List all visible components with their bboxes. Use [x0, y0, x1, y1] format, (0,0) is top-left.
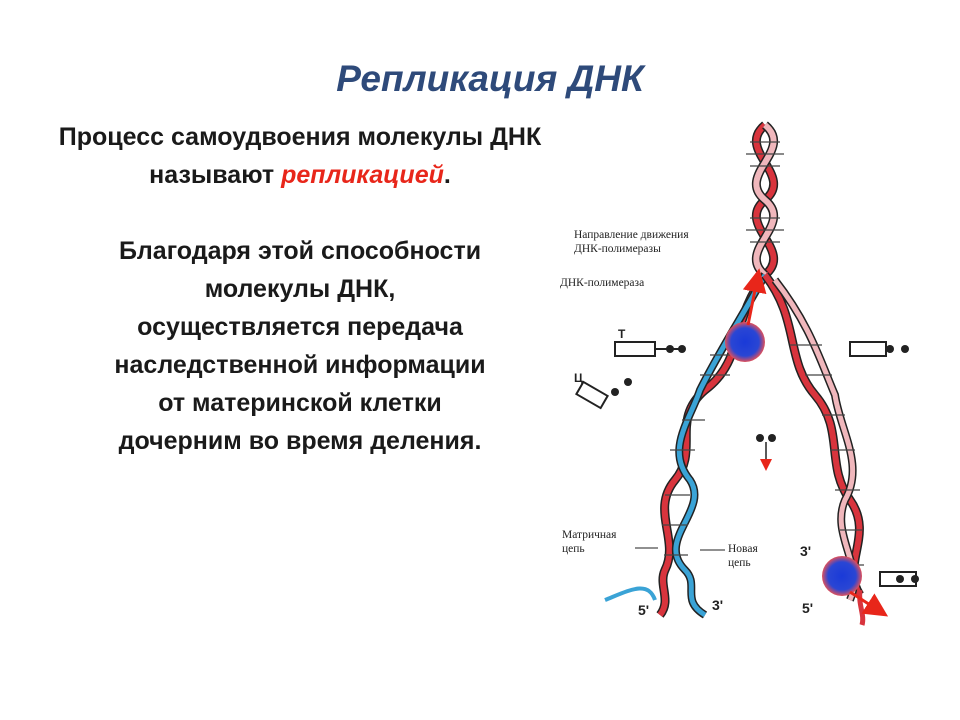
label-new-strand: Новая: [728, 543, 758, 555]
paragraph-significance: Благодаря этой способности молекулы ДНК,…: [40, 232, 560, 460]
svg-text:Т: Т: [618, 327, 626, 341]
end-3-left: 3': [712, 597, 723, 613]
slide-body: Процесс самоудвоения молекулы ДНК называ…: [40, 118, 560, 460]
significance-line: наследственной информации: [114, 351, 486, 379]
definition-text: Процесс самоудвоения молекулы ДНК называ…: [58, 123, 542, 189]
definition-period: .: [443, 161, 451, 189]
svg-text:Ц: Ц: [574, 371, 583, 385]
end-3-right: 3': [800, 543, 811, 559]
end-5-right: 5': [802, 600, 813, 616]
dna-polymerase-left: [725, 268, 767, 362]
significance-line: осуществляется передача: [137, 313, 463, 341]
significance-line: дочерним во время деления.: [118, 427, 482, 455]
significance-line: Благодаря этой способности: [118, 237, 482, 265]
label-direction: Направление движения: [574, 229, 689, 241]
label-direction-2: ДНК-полимеразы: [574, 243, 661, 255]
replication-term: репликацией: [281, 161, 444, 189]
end-5-left: 5': [638, 602, 649, 618]
significance-line: от материнской клетки: [158, 389, 442, 417]
label-polymerase: ДНК-полимераза: [560, 277, 644, 289]
paragraph-definition: Процесс самоудвоения молекулы ДНК называ…: [40, 118, 560, 194]
parental-helix: [746, 121, 784, 279]
dna-replication-diagram: Т Ц Н: [560, 120, 940, 640]
label-new-strand-2: цепь: [728, 557, 751, 569]
slide-title: Репликация ДНК: [336, 58, 644, 99]
right-daughter-duplex: [761, 272, 866, 626]
free-nucleotides: Т Ц: [574, 327, 919, 587]
dna-polymerase-right: [822, 556, 889, 617]
significance-line: молекулы ДНК,: [204, 275, 396, 303]
label-template-2: цепь: [562, 543, 585, 555]
label-template: Матричная: [562, 529, 617, 541]
